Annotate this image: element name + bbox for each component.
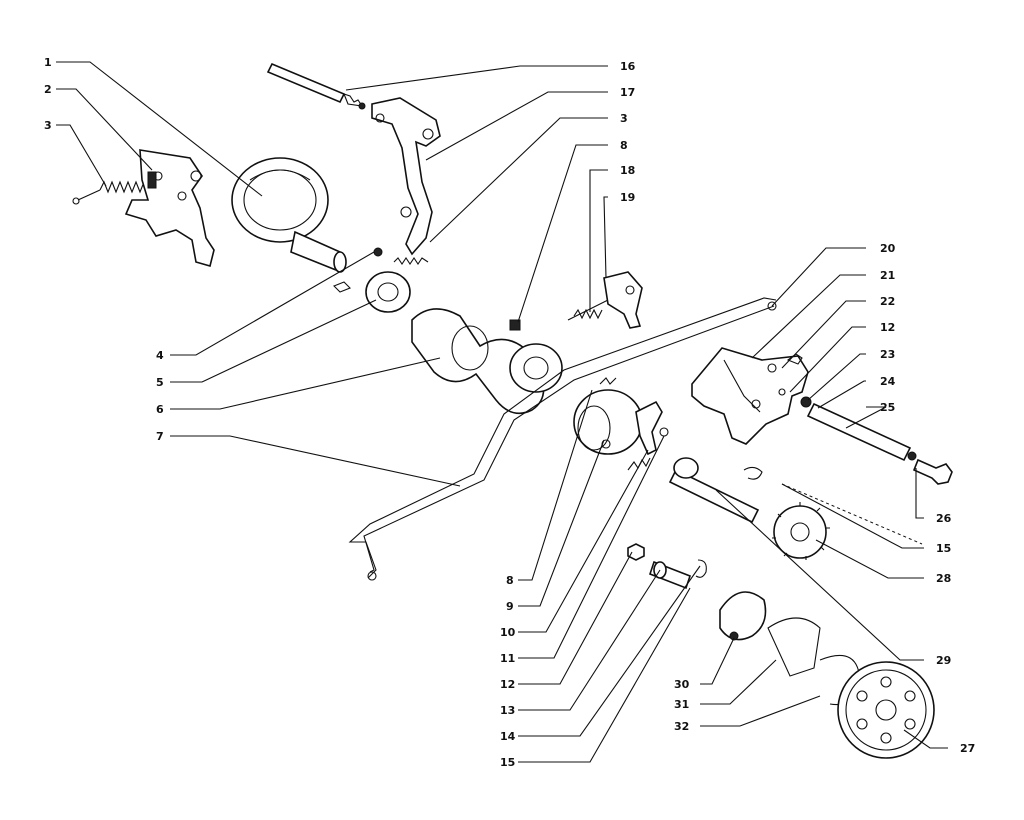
label-6: 6 bbox=[156, 403, 164, 416]
part-cam-shaft bbox=[231, 157, 347, 273]
part-timing-disc bbox=[573, 377, 663, 471]
label-31: 31 bbox=[674, 698, 689, 711]
label-16: 16 bbox=[620, 60, 636, 73]
label-23: 23 bbox=[880, 348, 895, 361]
part-long-lever bbox=[371, 97, 441, 256]
label-12-bottom: 12 bbox=[500, 678, 515, 691]
label-14: 14 bbox=[500, 730, 516, 743]
label-22: 22 bbox=[880, 295, 895, 308]
label-17: 17 bbox=[620, 86, 635, 99]
label-25: 25 bbox=[880, 401, 895, 414]
label-32: 32 bbox=[674, 720, 689, 733]
part-small-pins bbox=[627, 427, 669, 561]
label-19: 19 bbox=[620, 191, 635, 204]
label-24: 24 bbox=[880, 375, 896, 388]
label-4: 4 bbox=[156, 349, 164, 362]
label-10: 10 bbox=[500, 626, 516, 639]
label-15-bottom: 15 bbox=[500, 756, 515, 769]
part-spring-middle bbox=[333, 247, 429, 293]
part-lower-cam-group bbox=[719, 591, 861, 706]
label-21: 21 bbox=[880, 269, 895, 282]
part-link-rod bbox=[348, 297, 777, 581]
leader-lines bbox=[56, 61, 948, 763]
part-crankshaft bbox=[411, 308, 563, 415]
part-small-shaft bbox=[649, 559, 707, 590]
label-8-bottom: 8 bbox=[506, 574, 514, 587]
part-right-bracket bbox=[691, 347, 812, 445]
label-13: 13 bbox=[500, 704, 515, 717]
label-9: 9 bbox=[506, 600, 514, 613]
label-28: 28 bbox=[936, 572, 951, 585]
label-26: 26 bbox=[936, 512, 952, 525]
label-3-left: 3 bbox=[44, 119, 52, 132]
part-right-shaft bbox=[806, 402, 953, 485]
label-29: 29 bbox=[936, 654, 951, 667]
label-18: 18 bbox=[620, 164, 635, 177]
part-rod-top bbox=[266, 62, 366, 110]
part-left-bracket bbox=[124, 149, 215, 267]
label-11: 11 bbox=[500, 652, 515, 665]
part-small-sprocket bbox=[772, 502, 830, 560]
label-5: 5 bbox=[156, 376, 164, 389]
label-2: 2 bbox=[44, 83, 52, 96]
label-1: 1 bbox=[44, 56, 52, 69]
part-large-sprocket bbox=[837, 661, 935, 759]
label-30: 30 bbox=[674, 678, 690, 691]
label-7: 7 bbox=[156, 430, 164, 443]
label-27: 27 bbox=[960, 742, 975, 755]
label-15-right: 15 bbox=[936, 542, 951, 555]
part-spring-left bbox=[72, 180, 149, 205]
label-20: 20 bbox=[880, 242, 896, 255]
label-12-right: 12 bbox=[880, 321, 895, 334]
label-3-right: 3 bbox=[620, 112, 628, 125]
part-small-lever bbox=[567, 271, 643, 329]
part-small-cam bbox=[365, 271, 411, 313]
callout-labels: 1 2 3 4 5 6 7 16 17 3 8 18 19 20 21 22 1… bbox=[44, 56, 975, 769]
label-8-top: 8 bbox=[620, 139, 628, 152]
